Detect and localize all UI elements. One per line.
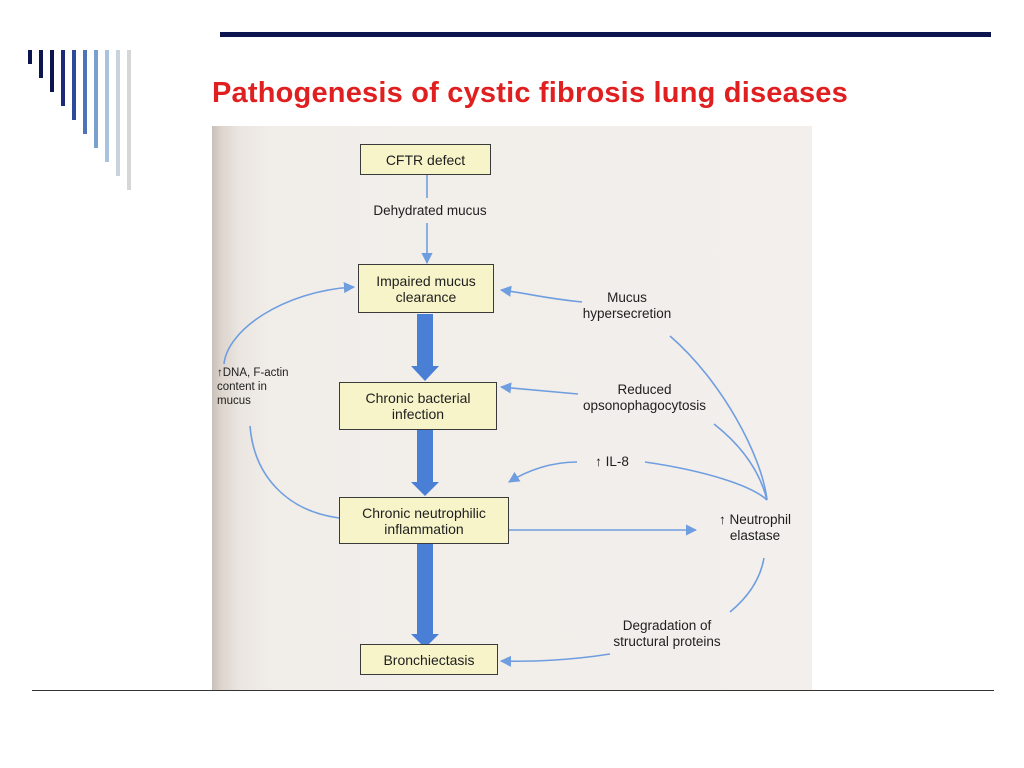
curve-il8-to-elastase xyxy=(644,461,768,501)
deco-bar xyxy=(50,50,54,92)
arrow-il8-to-neutrophilic xyxy=(508,461,578,483)
dna-factin-label: ↑DNA, F-actin content in mucus xyxy=(217,367,289,407)
loop-from-neutrophilic xyxy=(249,425,340,519)
reduced-opsonophagocytosis-label: Reduced opsonophagocytosis xyxy=(582,382,707,413)
deco-bar xyxy=(94,50,98,148)
dehydrated-mucus-label: Dehydrated mucus xyxy=(373,203,487,218)
arrow-degradation-to-bronchiectasis xyxy=(499,653,611,667)
bottom-rule xyxy=(32,690,994,691)
deco-bar xyxy=(72,50,76,120)
degradation-label: Degradation of structural proteins xyxy=(613,618,721,649)
curve-elastase-to-degradation xyxy=(729,557,765,613)
thick-arrow xyxy=(411,544,439,648)
deco-bar xyxy=(28,50,32,64)
top-rule xyxy=(220,32,991,37)
deco-bar xyxy=(39,50,43,78)
decorative-bars xyxy=(28,50,168,210)
thick-arrow xyxy=(411,430,439,496)
chronic-bacterial-infection-box: Chronic bacterial infection xyxy=(339,382,497,430)
il8-label: ↑ IL-8 xyxy=(595,454,629,469)
slide-title: Pathogenesis of cystic fibrosis lung dis… xyxy=(212,77,848,109)
diagram-connectors xyxy=(223,175,768,667)
neutrophil-elastase-label: ↑ Neutrophil elastase xyxy=(718,512,792,543)
cftr-defect-box: CFTR defect xyxy=(360,144,491,175)
chronic-neutrophilic-inflammation-box: Chronic neutrophilic inflammation xyxy=(339,497,509,544)
deco-bar xyxy=(61,50,65,106)
arrow-reduced-to-bacterial xyxy=(499,382,579,395)
deco-bar xyxy=(83,50,87,134)
deco-bar xyxy=(127,50,131,190)
arrow-hypersecretion-to-impaired xyxy=(499,285,583,303)
pathogenesis-diagram: CFTR defect Impaired mucus clearance Chr… xyxy=(212,126,812,691)
curve-reduced-to-elastase xyxy=(713,423,768,501)
curve-hyper-to-elastase xyxy=(669,335,768,501)
arrow-loop-to-impaired xyxy=(223,281,356,365)
mucus-hypersecretion-label: Mucus hypersecretion xyxy=(582,290,672,321)
deco-bar xyxy=(116,50,120,176)
impaired-mucus-clearance-box: Impaired mucus clearance xyxy=(358,264,494,313)
thick-arrow xyxy=(411,314,439,381)
deco-bar xyxy=(105,50,109,162)
bronchiectasis-box: Bronchiectasis xyxy=(360,644,498,675)
